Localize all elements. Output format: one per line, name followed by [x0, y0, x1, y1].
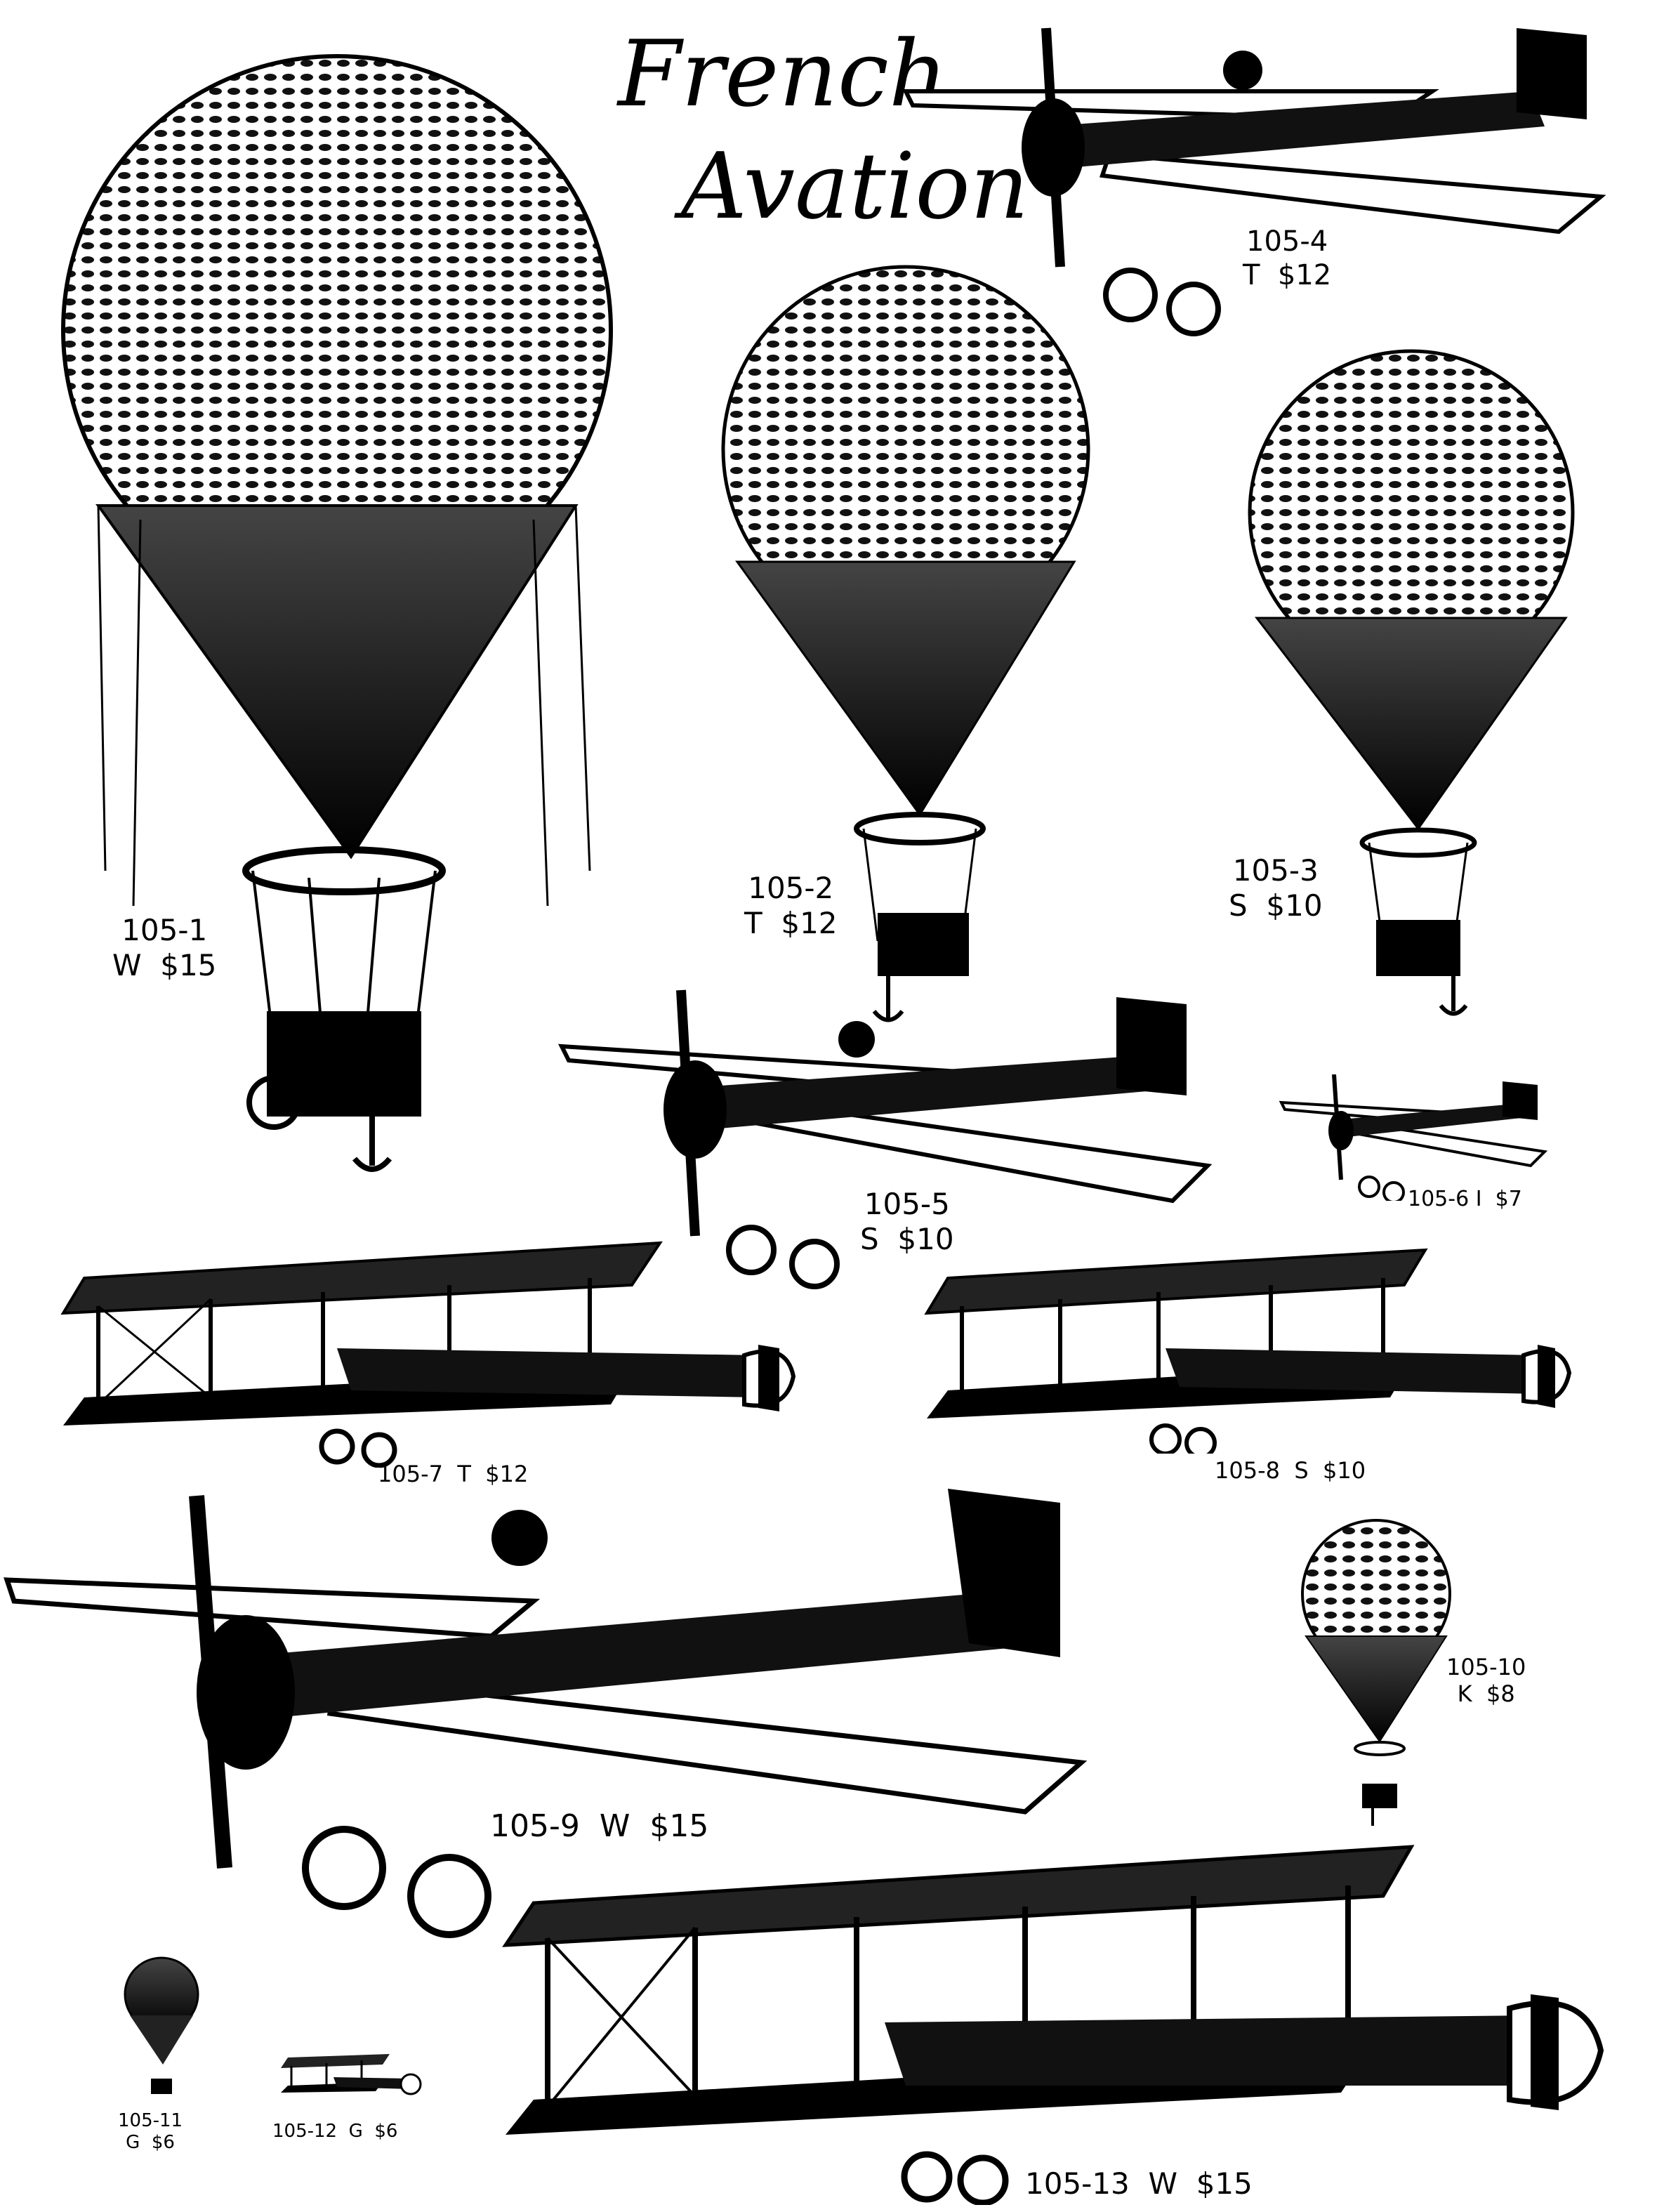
product-label-105-7: 105-7 T $12 — [378, 1461, 528, 1487]
product-size: T — [457, 1461, 471, 1487]
monoplane-105-6 — [1278, 1074, 1552, 1201]
product-code: 105-5 — [864, 1187, 950, 1221]
product-code: 105-11 — [118, 2110, 183, 2131]
product-code: 105-2 — [748, 871, 834, 905]
product-price: $12 — [1277, 259, 1332, 291]
product-size: K — [1457, 1680, 1472, 1708]
product-code: 105-10 — [1446, 1654, 1526, 1680]
biplane-105-8 — [920, 1243, 1601, 1454]
hot-air-balloon-105-3 — [1222, 337, 1587, 1039]
product-price: $10 — [1322, 1457, 1366, 1484]
product-price: $15 — [160, 948, 217, 983]
product-size: I — [1475, 1187, 1482, 1211]
product-code: 105-9 — [490, 1808, 580, 1844]
product-label-105-8: 105-8 S $10 — [1215, 1457, 1366, 1484]
product-code: 105-8 — [1215, 1457, 1280, 1484]
product-label-105-4: 105-4 T $12 — [1243, 225, 1331, 292]
product-code: 105-1 — [121, 913, 208, 947]
product-size: W — [599, 1808, 630, 1844]
product-label-105-1: 105-1 W $15 — [112, 913, 216, 984]
product-price: $7 — [1495, 1187, 1522, 1211]
hot-air-balloon-105-1 — [42, 28, 632, 1180]
product-label-105-9: 105-9 W $15 — [490, 1808, 708, 1845]
product-price: $8 — [1486, 1680, 1515, 1708]
product-label-105-5: 105-5 S $10 — [860, 1187, 954, 1258]
product-price: $12 — [485, 1461, 529, 1487]
product-label-105-2: 105-2 T $12 — [744, 871, 838, 942]
product-label-105-6: 105-6 I $7 — [1408, 1187, 1522, 1212]
product-size: W — [1148, 2166, 1177, 2201]
product-label-105-12: 105-12 G $6 — [272, 2121, 397, 2142]
title-line-1: French — [618, 20, 948, 127]
product-code: 105-4 — [1246, 225, 1328, 258]
monoplane-105-4 — [899, 14, 1615, 337]
product-code: 105-13 — [1025, 2166, 1130, 2201]
product-size: W — [112, 948, 142, 983]
biplane-105-13 — [491, 1840, 1650, 2205]
monoplane-105-5 — [555, 983, 1243, 1292]
monoplane-105-9 — [0, 1475, 1151, 1938]
title-line-2: Avation — [681, 133, 1029, 239]
product-size: T — [1243, 259, 1260, 291]
hot-air-balloon-105-2 — [709, 253, 1102, 1039]
product-price: $15 — [1196, 2166, 1253, 2201]
product-size: S — [1229, 888, 1248, 923]
product-size: G — [348, 2121, 363, 2142]
product-label-105-3: 105-3 S $10 — [1229, 853, 1323, 924]
product-size: S — [1294, 1457, 1309, 1484]
product-code: 105-7 — [378, 1461, 443, 1487]
product-code: 105-6 — [1408, 1187, 1470, 1211]
hot-air-balloon-105-10 — [1285, 1510, 1467, 1833]
product-price: $10 — [897, 1222, 954, 1257]
product-code: 105-3 — [1232, 853, 1319, 888]
product-label-105-13: 105-13 W $15 — [1025, 2166, 1253, 2201]
product-price: $10 — [1266, 888, 1323, 923]
product-label-105-10: 105-10 K $8 — [1446, 1654, 1526, 1708]
product-price: $12 — [781, 906, 838, 941]
product-price: $15 — [649, 1808, 709, 1844]
product-price: $6 — [374, 2121, 398, 2142]
biplane-105-12 — [277, 2050, 425, 2107]
product-code: 105-12 — [272, 2121, 338, 2142]
hot-air-balloon-105-11 — [119, 1952, 204, 2107]
product-price: $6 — [151, 2132, 175, 2154]
biplane-105-7 — [56, 1236, 828, 1468]
product-size: S — [860, 1222, 879, 1257]
product-size: G — [126, 2132, 140, 2154]
product-label-105-11: 105-11 G $6 — [118, 2110, 183, 2154]
product-size: T — [744, 906, 762, 941]
